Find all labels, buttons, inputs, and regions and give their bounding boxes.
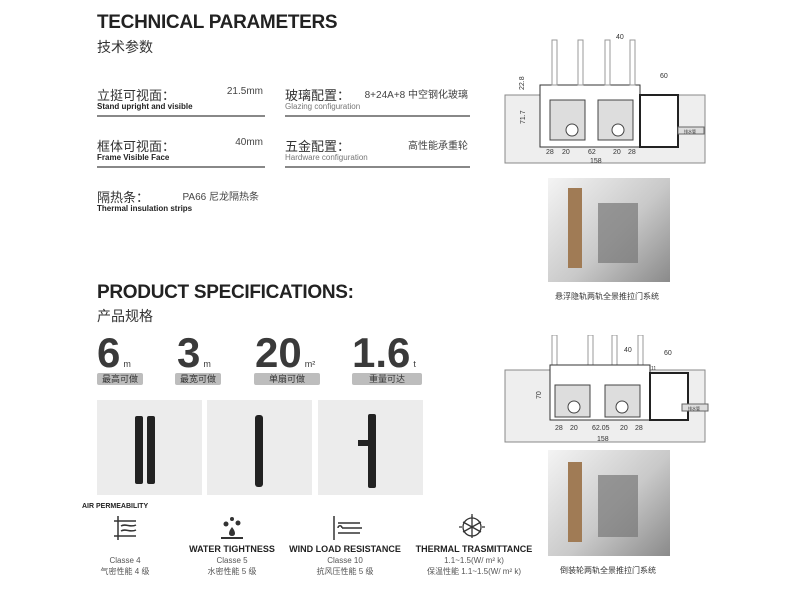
param-glazing: 玻璃配置： Glazing configuration 8+24A+8 中空钢化… <box>285 85 470 117</box>
param-frame: 框体可视面： Frame Visible Face 40mm <box>97 136 265 168</box>
dim-h2: 71.7 <box>520 110 527 124</box>
dim-d4: 20 <box>620 425 628 432</box>
render-image-1 <box>548 178 670 282</box>
render-caption-1: 悬浮隐轨两轨全景推拉门系统 <box>555 292 659 301</box>
dim-d3: 62.05 <box>592 425 610 432</box>
profile-panel-3 <box>318 400 423 495</box>
dim-d4: 20 <box>613 149 621 156</box>
spec-value: 6 <box>97 329 121 376</box>
dim-h1: 22.8 <box>519 76 526 90</box>
param-value: 21.5mm <box>226 86 263 97</box>
wind-load-text: WIND LOAD RESISTANCE Classe 10 抗风压性能 5 级 <box>287 544 403 577</box>
air-permeability-title: AIR PERMEABILITY <box>82 503 149 510</box>
class-cn: 水密性能 5 级 <box>207 567 257 576</box>
param-label-cn: 立挺可视面： <box>97 88 176 103</box>
param-value: 高性能承重轮 <box>408 141 468 152</box>
class-cn: 气密性能 4 级 <box>100 567 150 576</box>
param-label-en: Thermal insulation strips <box>97 204 193 213</box>
dim-d1: 28 <box>546 149 554 156</box>
param-insulation: 隔热条： Thermal insulation strips PA66 尼龙隔热… <box>97 187 265 219</box>
class-value: 1.1~1.5(W/ m² k) <box>444 556 504 565</box>
water-tightness-text: WATER TIGHTNESS Classe 5 水密性能 5 级 <box>182 544 282 577</box>
dim-total: 158 <box>590 158 602 165</box>
section-drawing-1: 排水管 40 60 22.8 71.7 28 20 62 20 28 158 <box>504 34 706 165</box>
product-title: PRODUCT SPECIFICATIONS: <box>97 282 354 303</box>
param-value: PA66 尼龙隔热条 <box>182 192 260 203</box>
spec-unit: m² <box>304 359 316 369</box>
thermal-text: THERMAL TRASMITTANCE 1.1~1.5(W/ m² k) 保温性能… <box>412 544 536 577</box>
performance-title: WIND LOAD RESISTANCE <box>289 544 401 554</box>
air-permeability-text: Classe 4 气密性能 4 级 <box>95 555 155 577</box>
class-value: Classe 10 <box>327 556 363 565</box>
param-value: 8+24A+8 中空钢化玻璃 <box>364 90 468 101</box>
profile-panel-1 <box>97 400 202 495</box>
performance-title: THERMAL TRASMITTANCE <box>415 544 533 554</box>
performance-title: WATER TIGHTNESS <box>189 544 275 554</box>
water-drops-icon <box>221 517 243 539</box>
profile-panel-2 <box>207 400 312 495</box>
class-cn: 保温性能 1.1~1.5(W/ m² k) <box>426 567 521 576</box>
wind-icon <box>333 516 362 540</box>
spec-unit: t <box>413 359 416 369</box>
spec-label: 重量可达 <box>352 373 422 385</box>
param-label-en: Frame Visible Face <box>97 153 170 162</box>
dim-d5: 28 <box>628 149 636 156</box>
param-upright: 立挺可视面： Stand upright and visible 21.5mm <box>97 85 265 117</box>
dim-h: 70 <box>536 391 543 399</box>
class-value: Classe 5 <box>216 556 248 565</box>
spec-label: 最高可做 <box>97 373 143 385</box>
sun-snow-icon <box>459 514 485 538</box>
render-caption-2: 倒装轮两轨全景推拉门系统 <box>560 566 656 575</box>
technical-title: TECHNICAL PARAMETERS <box>97 12 338 33</box>
dim-d3: 62 <box>588 149 596 156</box>
spec-unit: m <box>203 359 211 369</box>
dim-top: 40 <box>624 347 632 354</box>
class-value: Classe 4 <box>109 556 141 565</box>
dim-total: 158 <box>597 436 609 443</box>
dim-d5: 28 <box>635 425 643 432</box>
dim-small: 11 <box>651 366 656 372</box>
param-value: 40mm <box>235 137 263 148</box>
param-hardware: 五金配置： Hardware configuration 高性能承重轮 <box>285 136 470 168</box>
param-label-cn: 玻璃配置： <box>285 88 351 103</box>
air-permeability-icon <box>114 516 137 540</box>
spec-label: 单扇可做 <box>254 373 320 385</box>
class-cn: 抗风压性能 5 级 <box>316 567 374 576</box>
spec-value: 20 <box>255 329 302 376</box>
spec-value: 1.6 <box>352 329 411 376</box>
dim-right: 60 <box>660 73 668 80</box>
spec-unit: m <box>123 359 131 369</box>
spec-value: 3 <box>177 329 201 376</box>
param-label-en: Glazing configuration <box>285 102 361 111</box>
dim-d1: 28 <box>555 425 563 432</box>
dim-top: 40 <box>616 34 624 41</box>
render-image-2 <box>548 450 670 556</box>
section-drawing-2: 排水管 40 60 11 70 28 20 62.05 20 28 158 <box>504 335 709 443</box>
param-label-cn: 框体可视面： <box>97 139 176 154</box>
dim-d2: 20 <box>562 149 570 156</box>
dim-right: 60 <box>664 350 672 357</box>
param-label-en: Stand upright and visible <box>97 102 193 111</box>
drain-label: 排水管 <box>684 128 696 134</box>
product-title-cn: 产品规格 <box>97 308 153 324</box>
param-label-cn: 隔热条： <box>97 190 150 205</box>
spec-label: 最宽可做 <box>175 373 221 385</box>
dim-d2: 20 <box>570 425 578 432</box>
param-label-en: Hardware configuration <box>285 153 368 162</box>
technical-title-cn: 技术参数 <box>97 39 153 55</box>
param-label-cn: 五金配置： <box>285 139 351 154</box>
drain-label: 排水管 <box>688 405 700 411</box>
